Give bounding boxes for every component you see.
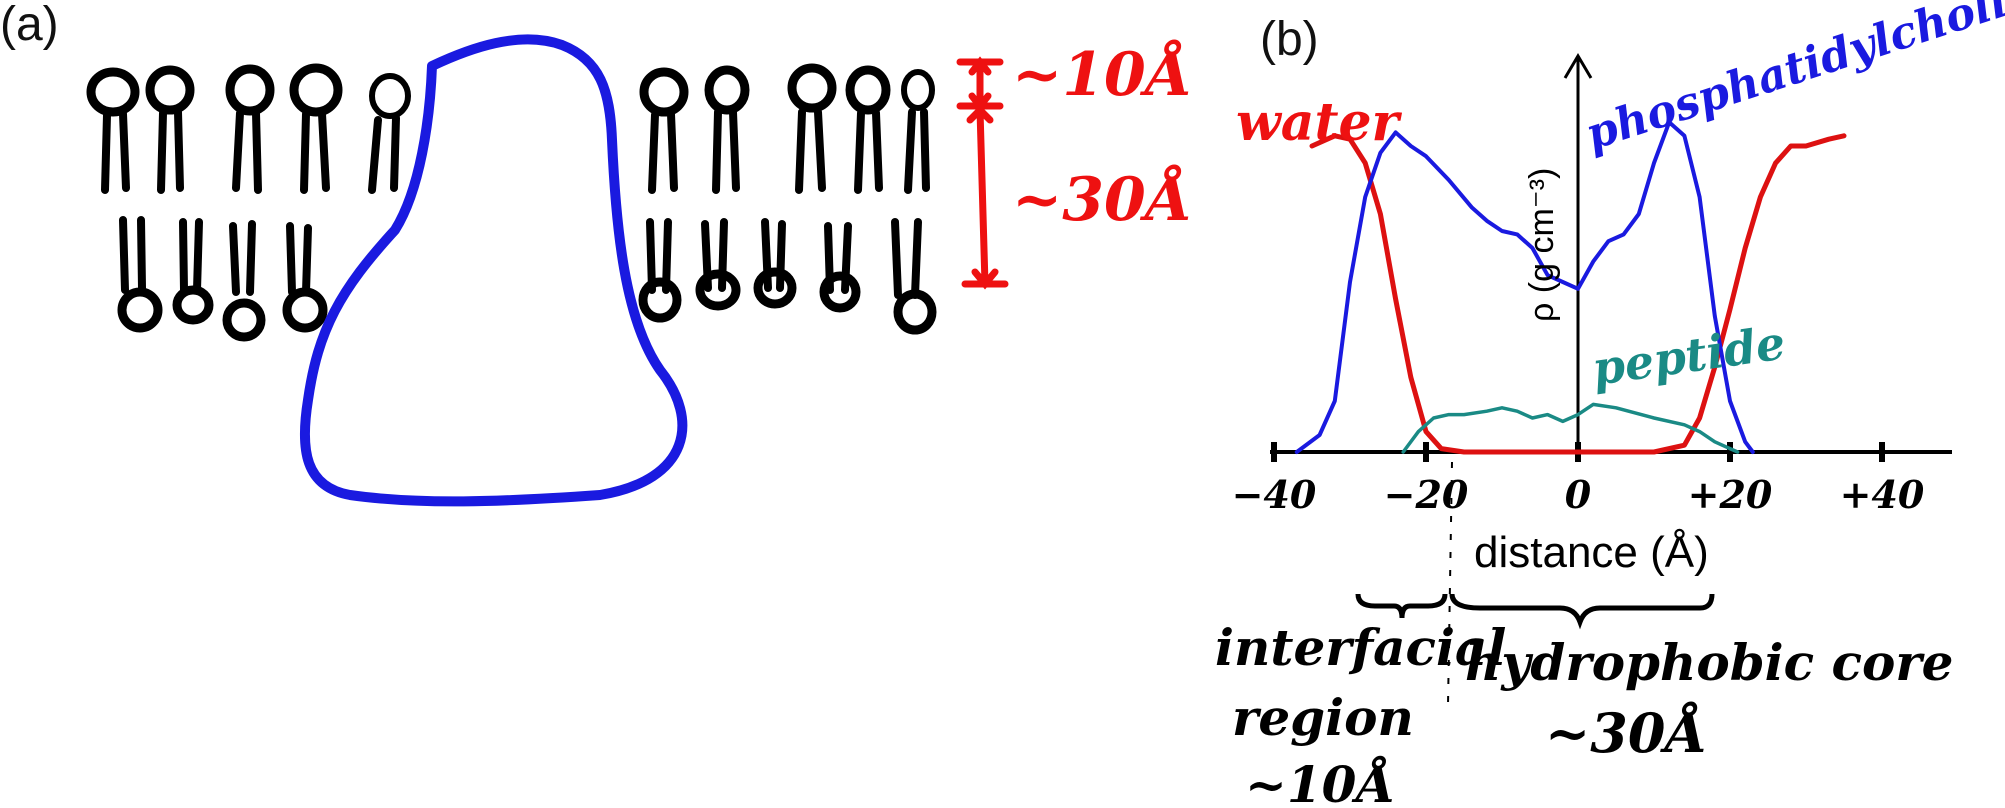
- series-line-phosphatidylcholine: [1294, 120, 1755, 454]
- interfacial-brace: [1355, 593, 1448, 619]
- lipid-top-right-5: [901, 69, 935, 194]
- series-label-phosphatidylcholine: phosphatidylcholine: [1580, 0, 2005, 160]
- lipid-top-right-3: [787, 63, 837, 194]
- lipid-bottom-left-2: [172, 218, 214, 325]
- lipid-top-right-1: [639, 67, 689, 194]
- density-curves: [1294, 120, 1847, 455]
- lipid-top-left-2: [145, 65, 195, 194]
- interfacial-region-size: ~10Å: [1245, 755, 1395, 808]
- x-tick-label: −20: [1384, 472, 1469, 517]
- lipid-top-left-5: [368, 73, 411, 194]
- lipid-bottom-left-4: [282, 222, 328, 333]
- panel-b: (b) −40 −20 0 +20 +40 water phosphatidylchol…: [1215, 0, 2005, 808]
- interfacial-divider: [1447, 461, 1453, 706]
- lipid-bottom-left-3: [222, 220, 266, 342]
- lipid-bilayer-right: [638, 63, 937, 335]
- x-tick-label: −40: [1232, 472, 1317, 517]
- thickness-scale: [956, 56, 1009, 290]
- x-tick-label: 0: [1565, 472, 1592, 517]
- panel-a-label: (a): [0, 0, 59, 51]
- panel-b-label: (b): [1260, 13, 1319, 66]
- x-axis-ticks: [1271, 442, 1885, 462]
- series-line-peptide: [1401, 402, 1740, 454]
- y-axis-label: ρ (g cm⁻³): [1523, 168, 1561, 322]
- series-line-water: [1309, 133, 1847, 455]
- lipid-bottom-right-1: [638, 218, 682, 323]
- peptide-loop-outline: [299, 34, 688, 507]
- lipid-top-right-2: [704, 65, 750, 194]
- lipid-bottom-left-1: [117, 216, 163, 333]
- lipid-top-right-4: [845, 65, 891, 194]
- lipid-bilayer-left: [86, 63, 411, 342]
- hydrophobic-core-size: ~30Å: [1545, 701, 1707, 765]
- x-tick-label: +20: [1688, 472, 1773, 517]
- interfacial-region-label-line2: region: [1232, 688, 1414, 747]
- lipid-bottom-right-2: [695, 218, 741, 311]
- lipid-bottom-right-3: [753, 218, 797, 309]
- interfacial-region-label-line1: interfacial: [1215, 618, 1506, 677]
- lipid-top-left-3: [225, 64, 275, 194]
- core-scale-bar: [961, 105, 1009, 290]
- core-thickness-label: ~30Å: [1012, 164, 1192, 235]
- x-tick-label: +40: [1840, 472, 1925, 517]
- hydrophobic-core-brace: [1449, 593, 1715, 630]
- head-scale-bar: [956, 56, 1004, 112]
- x-axis-label: distance (Å): [1474, 528, 1709, 577]
- lipid-bottom-right-4: [819, 222, 861, 313]
- y-axis-arrow: [1563, 53, 1593, 79]
- x-axis-tick-labels: −40 −20 0 +20 +40: [1232, 472, 1925, 517]
- series-label-water: water: [1236, 92, 1403, 153]
- panel-a: (a): [0, 0, 1192, 507]
- lipid-top-left-4: [289, 63, 343, 194]
- lipid-top-left-1: [86, 67, 140, 194]
- lipid-bottom-right-5: [891, 218, 937, 335]
- series-label-peptide: peptide: [1589, 315, 1788, 395]
- hydrophobic-core-label: hydrophobic core: [1465, 633, 1953, 692]
- head-thickness-label: ~10Å: [1012, 39, 1192, 110]
